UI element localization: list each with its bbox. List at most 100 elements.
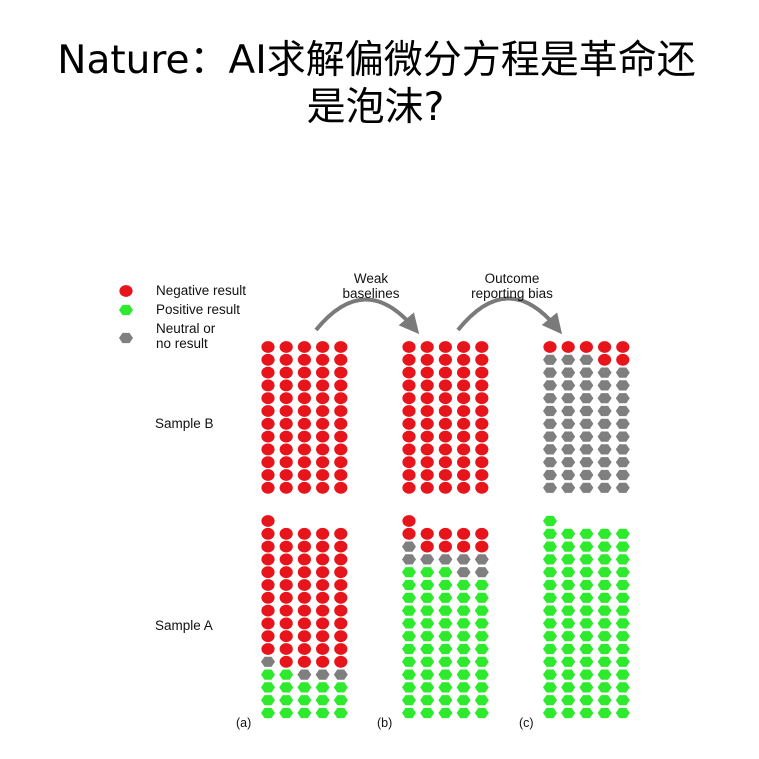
sample-a-negative-mark [420,540,434,553]
sample-b-negative-mark [402,353,416,366]
sample-a-negative-mark [334,553,348,566]
sample-a-negative-mark [334,617,348,630]
sample-b-neutral-mark [597,367,612,378]
sample-b-neutral-mark [561,457,576,468]
sample-b-negative-mark [316,392,330,405]
sample-b-negative-mark [475,341,489,353]
sample-b-neutral-mark [615,405,630,417]
sample-b-neutral-mark [615,393,630,404]
sample-b-neutral-mark [579,482,594,493]
sample-b-negative-mark [420,379,434,392]
sample-a-positive-mark [597,541,612,552]
sample-a-positive-mark [615,631,630,642]
sample-a-negative-mark [279,579,293,591]
sample-b-neutral-mark [561,367,576,378]
sample-b-negative-mark [402,469,416,481]
sample-a-negative-mark [316,630,330,643]
sample-b-negative-mark [543,341,557,353]
sample-b-negative-mark [279,456,293,469]
sample-b-negative-mark [475,481,489,494]
sample-a-positive-mark [561,605,576,616]
sample-b-negative-mark [457,366,471,379]
sample-b-negative-mark [420,456,434,469]
sample-a-positive-mark [597,592,612,603]
sample-a-positive-mark [561,567,576,578]
sample-a-negative-mark [316,604,330,617]
sample-b-negative-mark [316,405,330,417]
sample-a-positive-mark [579,554,594,565]
sample-b-neutral-mark [543,354,557,365]
sample-a-positive-mark [315,695,330,706]
sample-a-negative-mark [261,579,275,591]
sample-a-positive-mark [579,695,594,706]
sample-a-positive-mark [615,554,630,565]
sample-b-negative-mark [402,443,416,456]
sample-a-neutral-mark [315,669,330,680]
sample-a-positive-mark [474,669,489,680]
sample-b-neutral-mark [579,457,594,468]
sample-b-panel-b [402,341,489,494]
sample-a-positive-mark [456,592,471,603]
sample-b-negative-mark [420,417,434,430]
sample-b-label: Sample B [155,416,214,431]
sample-a-positive-mark [456,695,471,706]
sample-a-positive-mark [420,567,435,578]
sample-a-positive-mark [543,567,557,578]
sample-b-neutral-mark [543,469,557,481]
sample-a-negative-mark [457,540,471,553]
sample-b-negative-mark [438,366,452,379]
sample-a-positive-mark [543,669,557,680]
sample-a-negative-mark [297,630,311,643]
sample-b-negative-mark [475,469,489,481]
sample-a-positive-mark [579,682,594,693]
sample-a-positive-mark [402,695,416,706]
sample-b-neutral-mark [615,431,630,442]
sample-b-neutral-mark [615,469,630,481]
sample-a-positive-mark [615,605,630,616]
sample-a-negative-mark [261,643,275,655]
sample-b-negative-mark [457,443,471,456]
sample-b-negative-mark [402,366,416,379]
sample-b-neutral-mark [561,393,576,404]
sample-b-negative-mark [402,405,416,417]
sample-a-negative-mark [316,643,330,655]
sample-b-negative-mark [402,379,416,392]
sample-b-negative-mark [279,443,293,456]
sample-b-negative-mark [334,366,348,379]
sample-a-negative-mark [457,527,471,540]
sample-a-negative-mark [438,540,452,553]
sample-b-negative-mark [279,417,293,430]
sample-b-negative-mark [316,430,330,443]
sample-a-negative-mark [316,617,330,630]
sample-a-positive-mark [543,579,557,591]
sample-a-positive-mark [438,567,453,578]
sample-a-positive-mark [420,631,435,642]
sample-a-negative-mark [297,553,311,566]
sample-a-panel-b [402,515,489,719]
sample-b-negative-mark [316,353,330,366]
sample-b-negative-mark [420,469,434,481]
sample-a-positive-mark [315,682,330,693]
sample-a-positive-mark [543,707,557,719]
sample-a-positive-mark [474,682,489,693]
sample-a-positive-mark [402,605,416,616]
sample-a-negative-mark [334,527,348,540]
sample-a-negative-mark [334,540,348,553]
sample-a-negative-mark [316,566,330,579]
sample-a-positive-mark [402,656,416,667]
sample-b-neutral-mark [615,367,630,378]
sample-a-positive-mark [561,656,576,667]
sample-a-positive-mark [615,528,630,539]
sample-a-positive-mark [402,707,416,719]
sample-b-negative-mark [316,481,330,494]
weak-baselines-arrow [314,297,420,335]
sample-b-negative-mark [279,341,293,353]
sample-a-positive-mark [615,643,630,655]
sample-a-positive-mark [420,707,435,719]
sample-a-positive-mark [597,669,612,680]
sample-b-neutral-mark [543,405,557,417]
legend-neutral-icon [119,332,133,344]
sample-a-positive-mark [297,695,312,706]
sample-b-neutral-mark [543,418,557,429]
